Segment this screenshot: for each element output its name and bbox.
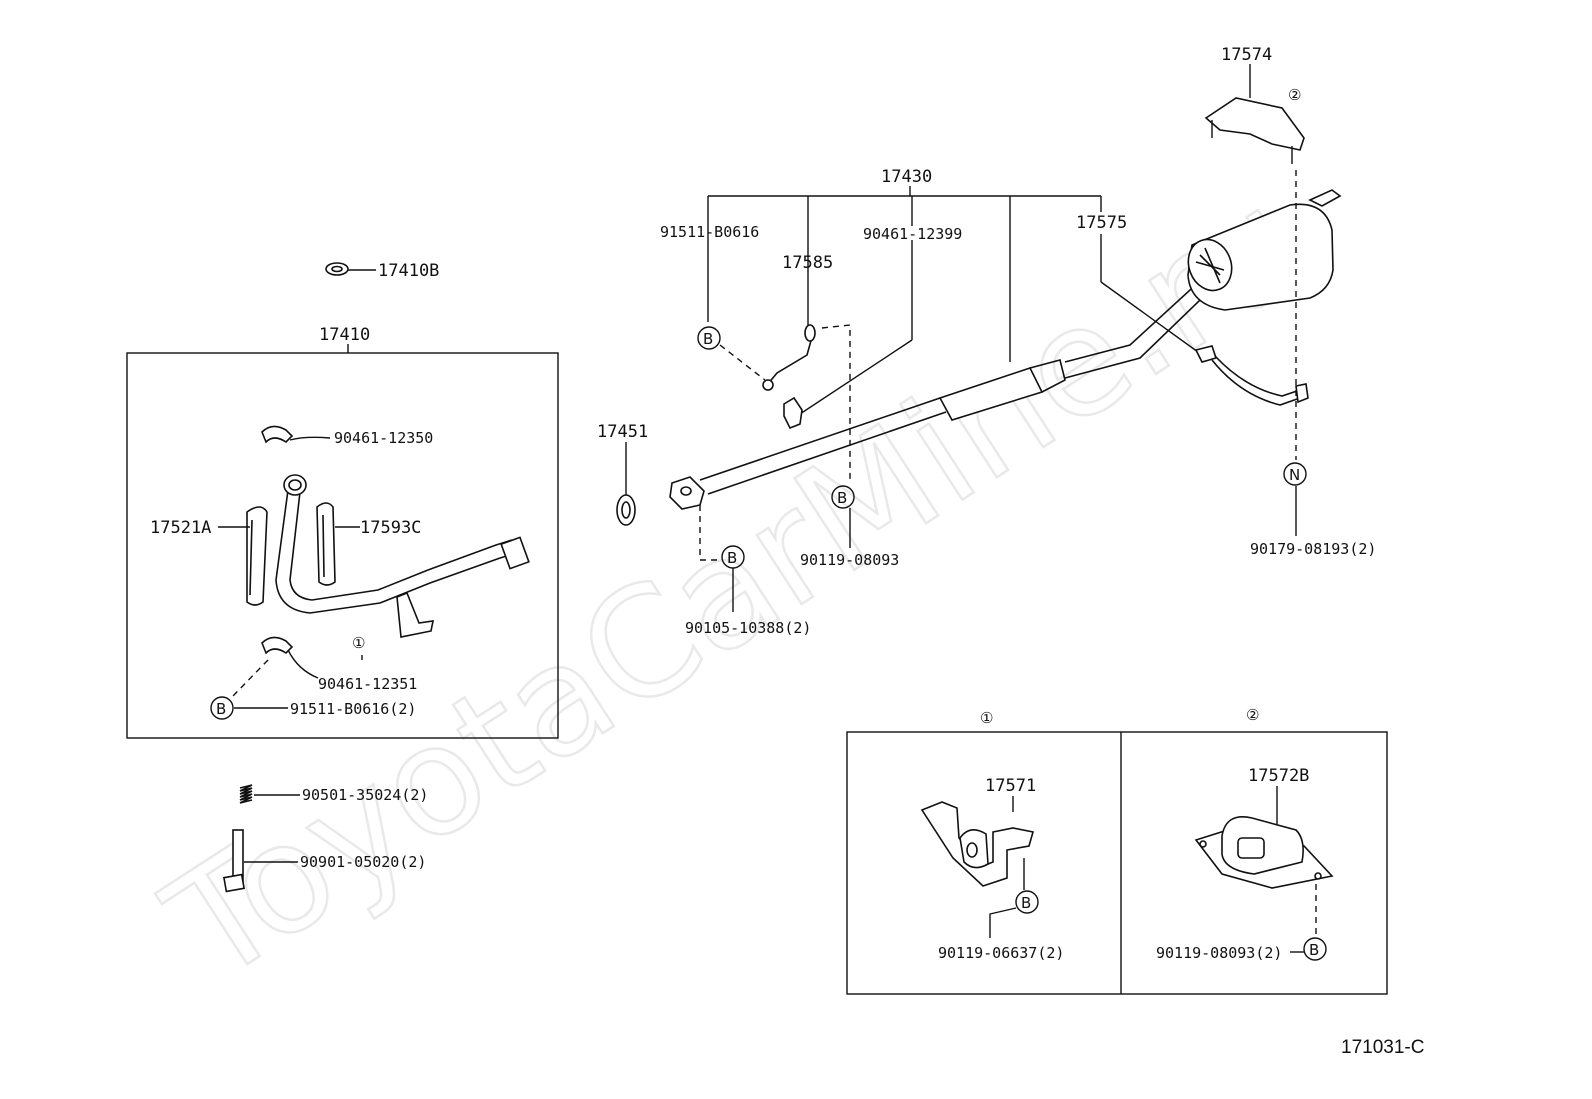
gasket-17410b-icon	[325, 262, 349, 276]
label-90179-08193-2: 90179-08193(2)	[1250, 540, 1376, 558]
label-90119-08093-2: 90119-08093(2)	[1156, 944, 1282, 962]
marker-n-nut: N	[1289, 466, 1300, 484]
label-17410: 17410	[319, 325, 370, 345]
label-90119-06637-2: 90119-06637(2)	[938, 944, 1064, 962]
detail-box	[846, 731, 1388, 995]
label-17571: 17571	[985, 776, 1036, 796]
label-17575: 17575	[1076, 213, 1127, 233]
spring-icon	[239, 784, 253, 804]
label-90461-12350: 90461-12350	[334, 429, 433, 447]
label-17521a: 17521A	[150, 518, 211, 538]
label-90105-10388-2: 90105-10388(2)	[685, 619, 811, 637]
marker-b-tailpipe: B	[837, 489, 847, 507]
heat-insulator-17521a-icon	[246, 506, 268, 606]
label-17574: 17574	[1221, 45, 1272, 65]
diagram-code: 171031-C	[1341, 1037, 1424, 1058]
label-90501-35024-2: 90501-35024(2)	[302, 786, 428, 804]
clamp-90461-12399-icon	[783, 396, 803, 430]
label-90461-12399: 90461-12399	[863, 225, 962, 243]
bracket-17574-icon	[1204, 97, 1305, 164]
marker-b-17572b: B	[1309, 941, 1319, 959]
clamp-17585-icon	[762, 324, 816, 391]
label-91511-b0616-2: 91511-B0616(2)	[290, 700, 416, 718]
label-90461-12351: 90461-12351	[318, 675, 417, 693]
marker-one-detail: ①	[980, 709, 993, 727]
marker-one-left: ①	[352, 634, 365, 652]
label-17585: 17585	[782, 253, 833, 273]
label-17410b: 17410B	[378, 261, 439, 281]
front-pipe-icon	[275, 474, 530, 638]
label-90119-08093: 90119-08093	[800, 551, 899, 569]
marker-b-17585-bolt: B	[703, 330, 713, 348]
front-pipe-box	[126, 352, 559, 739]
clamp-lower-icon	[261, 636, 294, 655]
marker-b-17571: B	[1021, 894, 1031, 912]
label-17451: 17451	[597, 422, 648, 442]
marker-b-bolt-left: B	[216, 700, 226, 718]
hanger-17571-icon	[920, 801, 1035, 887]
label-91511-b0616: 91511-B0616	[660, 223, 759, 241]
mount-17572b-icon	[1194, 816, 1334, 889]
bolt-icon	[222, 829, 246, 893]
label-17430: 17430	[881, 167, 932, 187]
label-90901-05020-2: 90901-05020(2)	[300, 853, 426, 871]
heat-insulator-17593c-icon	[316, 502, 336, 586]
marker-two-top: ②	[1288, 86, 1301, 104]
gasket-17451-icon	[616, 494, 636, 526]
marker-two-detail: ②	[1246, 706, 1259, 724]
watermark: ToyotaCarMine.ru	[139, 156, 1334, 1016]
label-17572b: 17572B	[1248, 766, 1309, 786]
clamp-upper-icon	[261, 425, 294, 444]
muffler-icon	[1187, 189, 1342, 311]
marker-b-flange: B	[727, 549, 737, 567]
label-17593c: 17593C	[360, 518, 421, 538]
hanger-17575-icon	[1194, 345, 1309, 406]
